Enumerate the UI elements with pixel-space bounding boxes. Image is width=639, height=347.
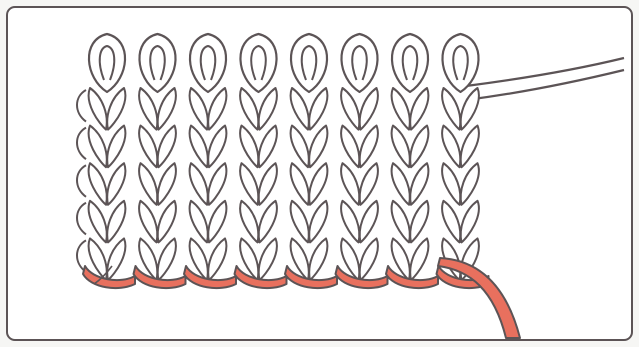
stitch-left-leg [341,88,359,130]
live-loop [291,34,327,92]
stitch-right-leg [461,163,479,205]
stitch-left-leg [190,201,208,243]
stitch-right-leg [309,88,327,130]
stitch-right-leg [107,88,125,130]
live-loop [442,34,478,92]
stitch-left-leg [291,163,309,205]
stitch-right-leg [208,126,226,168]
stitch-right-leg [107,238,125,280]
live-loop [392,34,428,92]
stitch-right-leg [360,238,378,280]
stitch-left-leg [139,126,157,168]
stitch-left-leg [240,201,258,243]
stitch-right-leg [360,88,378,130]
live-loop [139,34,175,92]
stitch-right-leg [309,201,327,243]
stitch-right-leg [259,126,277,168]
stitch-right-leg [158,238,176,280]
stitch-left-leg [392,126,410,168]
stitch-left-leg [442,88,460,130]
stitch-right-leg [360,201,378,243]
stitch-left-leg [341,163,359,205]
selvedge-edge-bump [77,203,86,235]
stitch-left-leg [442,201,460,243]
stitch-right-leg [259,238,277,280]
stitch-right-leg [410,238,428,280]
stitch-left-leg [190,126,208,168]
stitch-left-leg [190,88,208,130]
stitch-left-leg [190,163,208,205]
stitch-right-leg [208,88,226,130]
stitch-right-leg [461,88,479,130]
stitch-right-leg [208,163,226,205]
stitch-left-leg [139,163,157,205]
stitch-right-leg [309,238,327,280]
stitch-right-leg [158,163,176,205]
stitch-right-leg [461,126,479,168]
stitch-right-leg [107,163,125,205]
selvedge-edge-bump [77,165,86,197]
stitch-right-leg [360,163,378,205]
stitch-right-leg [259,163,277,205]
stitch-left-leg [341,201,359,243]
stitch-right-leg [107,126,125,168]
stitch-right-leg [410,163,428,205]
stitch-left-leg [240,163,258,205]
stitch-right-leg [107,201,125,243]
stitch-left-leg [89,163,107,205]
stitch-right-leg [410,126,428,168]
selvedge-edge-bump [77,90,86,122]
stitch-left-leg [240,88,258,130]
stitch-left-leg [291,88,309,130]
selvedge-edge-bump [77,128,86,160]
stitch-left-leg [89,126,107,168]
stitch-left-leg [291,126,309,168]
working-yarn-tail [466,58,624,100]
live-loop [341,34,377,92]
stitch-left-leg [392,88,410,130]
stitch-left-leg [392,201,410,243]
stitch-right-leg [208,201,226,243]
stitch-right-leg [259,201,277,243]
stitch-left-leg [341,126,359,168]
stitch-left-leg [442,126,460,168]
stitch-left-leg [139,88,157,130]
stitch-left-leg [442,163,460,205]
live-loop [89,34,125,92]
stitch-right-leg [410,88,428,130]
stitch-left-leg [139,201,157,243]
stitch-left-leg [240,126,258,168]
stitch-right-leg [158,126,176,168]
stitch-left-leg [291,201,309,243]
knitting-diagram [8,8,633,341]
stitch-right-leg [360,126,378,168]
stitch-right-leg [259,88,277,130]
stitch-right-leg [158,88,176,130]
stitch-right-leg [208,238,226,280]
yarn-tail-strand [466,58,624,86]
live-loop [190,34,226,92]
stitch-right-leg [461,201,479,243]
stitch-left-leg [89,88,107,130]
stitch-right-leg [309,163,327,205]
illustration-frame [6,6,633,341]
stitch-right-leg [410,201,428,243]
stitch-left-leg [89,201,107,243]
live-loop [240,34,276,92]
stitch-left-leg [392,163,410,205]
stitch-right-leg [158,201,176,243]
live-stitch-loops [89,34,479,92]
stitch-right-leg [309,126,327,168]
knit-stitch-grid [77,88,479,280]
